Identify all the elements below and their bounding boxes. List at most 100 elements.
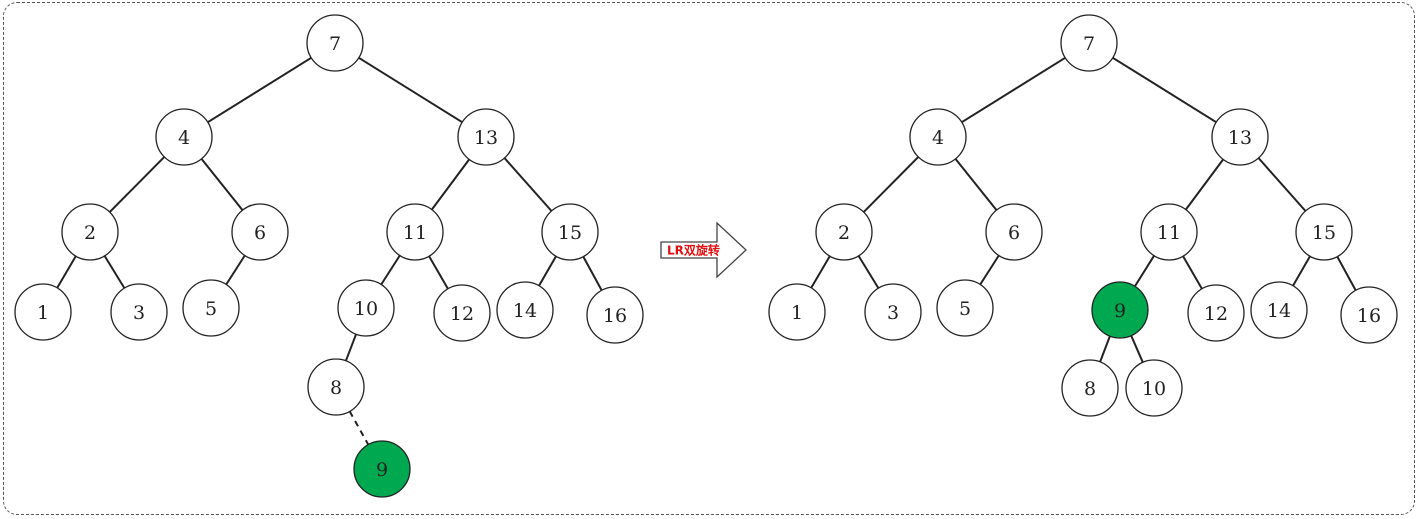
- node-circle: [586, 286, 644, 344]
- node-circle: [1125, 359, 1183, 417]
- edge-after-9-8: [1099, 335, 1111, 363]
- tree-node-before-16: 16: [586, 286, 644, 344]
- node-circle: [433, 284, 491, 342]
- tree-node-after-12: 12: [1187, 284, 1245, 342]
- edge-before-2-3: [103, 255, 126, 289]
- node-label: 16: [1357, 305, 1381, 327]
- node-label: 12: [450, 303, 474, 325]
- node-circle: [182, 279, 240, 337]
- node-label: 7: [1083, 33, 1095, 55]
- tree-node-before-4: 4: [155, 108, 213, 166]
- edges-before-tree: [56, 56, 603, 446]
- tree-node-after-13: 13: [1211, 108, 1269, 166]
- node-circle: [61, 203, 119, 261]
- tree-node-before-14: 14: [496, 281, 554, 339]
- tree-node-after-16: 16: [1340, 286, 1398, 344]
- tree-node-after-10: 10: [1125, 359, 1183, 417]
- node-label: 10: [1142, 378, 1166, 400]
- edge-before-4-6: [200, 158, 244, 211]
- node-circle: [110, 283, 168, 341]
- node-label: 16: [603, 305, 627, 327]
- tree-node-before-3: 3: [110, 283, 168, 341]
- node-label: 5: [205, 298, 217, 320]
- node-circle: [231, 203, 289, 261]
- node-circle: [936, 279, 994, 337]
- edge-before-4-2: [108, 156, 166, 213]
- node-circle: [985, 203, 1043, 261]
- node-label: 4: [932, 127, 944, 149]
- edge-before-11-10: [380, 254, 401, 286]
- node-circle: [1140, 203, 1198, 261]
- node-label: 11: [403, 222, 427, 244]
- tree-node-before-11: 11: [386, 203, 444, 261]
- transform-arrow: LR双旋转: [660, 221, 747, 279]
- node-circle: [909, 108, 967, 166]
- edge-after-9-10: [1130, 335, 1144, 363]
- node-circle: [14, 283, 72, 341]
- node-circle: [307, 358, 365, 416]
- node-label: 6: [1008, 222, 1020, 244]
- tree-node-before-9: 9: [353, 440, 411, 498]
- tree-node-after-1: 1: [768, 283, 826, 341]
- edge-after-11-12: [1182, 255, 1203, 290]
- node-circle: [337, 279, 395, 337]
- node-label: 1: [791, 302, 803, 324]
- node-label: 9: [1114, 300, 1126, 322]
- tree-node-after-15: 15: [1295, 203, 1353, 261]
- tree-node-after-3: 3: [864, 283, 922, 341]
- tree-node-after-9: 9: [1091, 281, 1149, 339]
- node-circle: [1340, 286, 1398, 344]
- tree-node-before-13: 13: [457, 108, 515, 166]
- node-circle: [1061, 359, 1119, 417]
- edge-before-15-16: [582, 256, 603, 291]
- node-label: 3: [887, 302, 899, 324]
- edge-after-2-1: [810, 255, 831, 289]
- node-label: 2: [84, 222, 96, 244]
- right-arrow-icon: [660, 221, 747, 279]
- node-circle: [496, 281, 554, 339]
- tree-node-before-5: 5: [182, 279, 240, 337]
- node-label: 6: [254, 222, 266, 244]
- node-circle: [1250, 281, 1308, 339]
- edges-after-tree: [810, 56, 1357, 363]
- edge-after-13-11: [1184, 158, 1225, 211]
- edge-after-11-9: [1134, 255, 1155, 287]
- tree-node-before-6: 6: [231, 203, 289, 261]
- node-label: 7: [329, 33, 341, 55]
- node-circle: [386, 203, 444, 261]
- edge-before-8-9: [348, 410, 370, 446]
- node-label: 8: [330, 377, 342, 399]
- edge-before-13-11: [430, 158, 471, 211]
- tree-node-before-12: 12: [433, 284, 491, 342]
- tree-node-after-2: 2: [815, 203, 873, 261]
- node-label: 3: [133, 302, 145, 324]
- edge-before-2-1: [56, 255, 77, 289]
- tree-node-after-11: 11: [1140, 203, 1198, 261]
- edge-before-15-14: [538, 255, 557, 287]
- node-circle: [306, 14, 364, 72]
- node-label: 1: [37, 302, 49, 324]
- node-circle: [815, 203, 873, 261]
- tree-node-after-8: 8: [1061, 359, 1119, 417]
- node-circle: [768, 283, 826, 341]
- node-label: 8: [1084, 378, 1096, 400]
- edge-after-15-14: [1292, 255, 1311, 287]
- tree-node-after-14: 14: [1250, 281, 1308, 339]
- tree-node-after-4: 4: [909, 108, 967, 166]
- edge-before-6-5: [225, 254, 246, 286]
- tree-node-before-15: 15: [541, 203, 599, 261]
- node-circle: [864, 283, 922, 341]
- edge-after-4-2: [862, 156, 920, 213]
- node-circle: [155, 108, 213, 166]
- edge-after-13-15: [1257, 157, 1307, 212]
- tree-node-after-7: 7: [1060, 14, 1118, 72]
- node-label: 5: [959, 298, 971, 320]
- edge-after-7-13: [1112, 56, 1217, 124]
- edge-before-11-12: [428, 255, 449, 290]
- tree-node-before-10: 10: [337, 279, 395, 337]
- edge-before-13-15: [503, 157, 553, 212]
- node-circle: [541, 203, 599, 261]
- node-circle: [1211, 108, 1269, 166]
